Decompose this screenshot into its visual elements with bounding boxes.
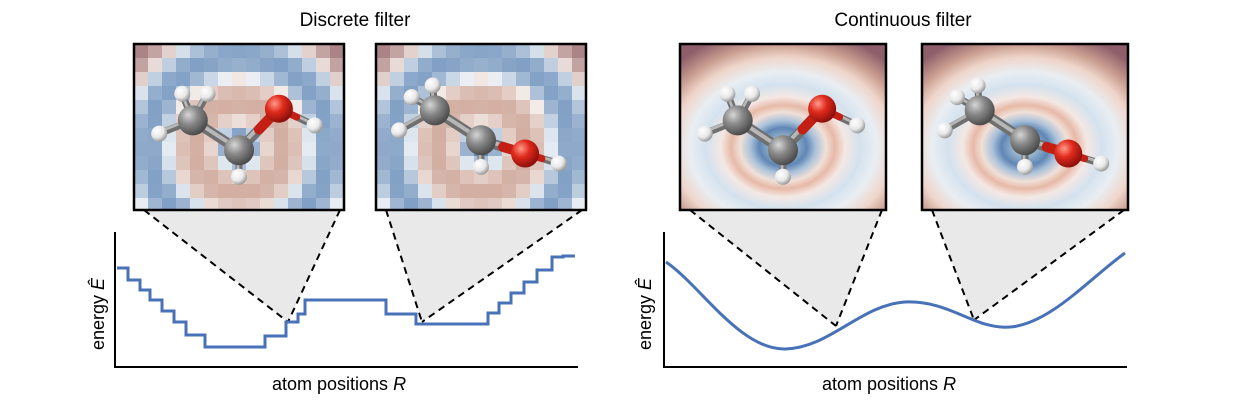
carbon-atom <box>1010 125 1040 156</box>
filter-image-2 <box>374 42 588 212</box>
callout-line <box>287 209 341 323</box>
image-frame <box>132 42 346 212</box>
callout-line <box>421 209 583 323</box>
hydrogen-atom <box>969 77 986 94</box>
hydrogen-atom <box>849 117 866 134</box>
continuous-xlabel: atom positions R <box>822 374 956 395</box>
hydrogen-atom <box>473 158 489 175</box>
carbon-atom <box>466 125 496 156</box>
oxygen-atom <box>808 94 837 123</box>
hydrogen-atom <box>424 77 441 94</box>
carbon-atom <box>722 105 753 136</box>
hydrogen-atom <box>744 85 761 102</box>
continuous-ylabel: energy Ê <box>635 278 656 350</box>
hydrogen-atom <box>696 125 713 142</box>
hydrogen-atom <box>719 85 736 102</box>
carbon-atom <box>768 135 798 166</box>
callouts <box>143 209 1125 327</box>
callout-triangle <box>144 210 340 322</box>
oxygen-atom <box>264 94 293 123</box>
image-frame <box>374 42 588 212</box>
discrete-filter-title: Discrete filter <box>299 10 411 31</box>
callout-triangle <box>690 210 882 326</box>
hydrogen-atom <box>949 89 966 106</box>
callout-triangle <box>386 210 582 322</box>
continuous-ylabel-text: energy <box>635 294 655 350</box>
carbon-atom <box>224 135 254 166</box>
discrete-ylabel-text: energy <box>88 294 108 350</box>
filter-image-3 <box>678 42 888 212</box>
discrete-xlabel-symbol: R <box>393 374 407 394</box>
hydrogen-atom <box>174 85 191 102</box>
oxygen-atom <box>511 139 540 168</box>
callout-line <box>385 209 423 323</box>
carbon-atom <box>177 105 208 136</box>
image-frame <box>678 42 888 212</box>
continuous-filter-title: Continuous filter <box>834 10 972 31</box>
filter-images <box>132 42 1130 212</box>
hydrogen-atom <box>550 155 567 172</box>
continuous-ylabel-symbol: Ê <box>635 277 655 290</box>
callout-triangle <box>932 210 1124 320</box>
discrete-energy-curve <box>117 254 575 349</box>
image-frame <box>920 42 1130 212</box>
callout-line <box>931 209 975 321</box>
discrete-xlabel-text: atom positions <box>272 374 389 394</box>
hydrogen-atom <box>199 85 216 102</box>
hydrogen-atom <box>936 122 953 139</box>
hydrogen-atom <box>775 168 791 185</box>
hydrogen-atom <box>231 168 247 185</box>
hydrogen-atom <box>151 125 168 142</box>
continuous-energy-curve <box>665 251 1126 351</box>
hydrogen-atom <box>391 122 408 139</box>
continuous-xlabel-symbol: R <box>943 374 957 394</box>
filter-image-1 <box>132 42 346 212</box>
callout-line <box>143 209 289 323</box>
oxygen-atom <box>1054 139 1083 168</box>
hydrogen-atom <box>1017 158 1033 175</box>
discrete-ylabel: energy Ê <box>88 278 109 350</box>
energy-plots <box>114 232 1127 368</box>
callout-line <box>835 209 883 327</box>
carbon-atom <box>419 95 450 126</box>
discrete-ylabel-symbol: Ê <box>88 277 108 290</box>
hydrogen-atom <box>1093 155 1110 172</box>
continuous-xlabel-text: atom positions <box>822 374 939 394</box>
discrete-xlabel: atom positions R <box>272 374 406 395</box>
hydrogen-atom <box>403 89 420 106</box>
carbon-atom <box>964 95 995 126</box>
hydrogen-atom <box>306 117 323 134</box>
filter-image-4 <box>920 42 1130 212</box>
